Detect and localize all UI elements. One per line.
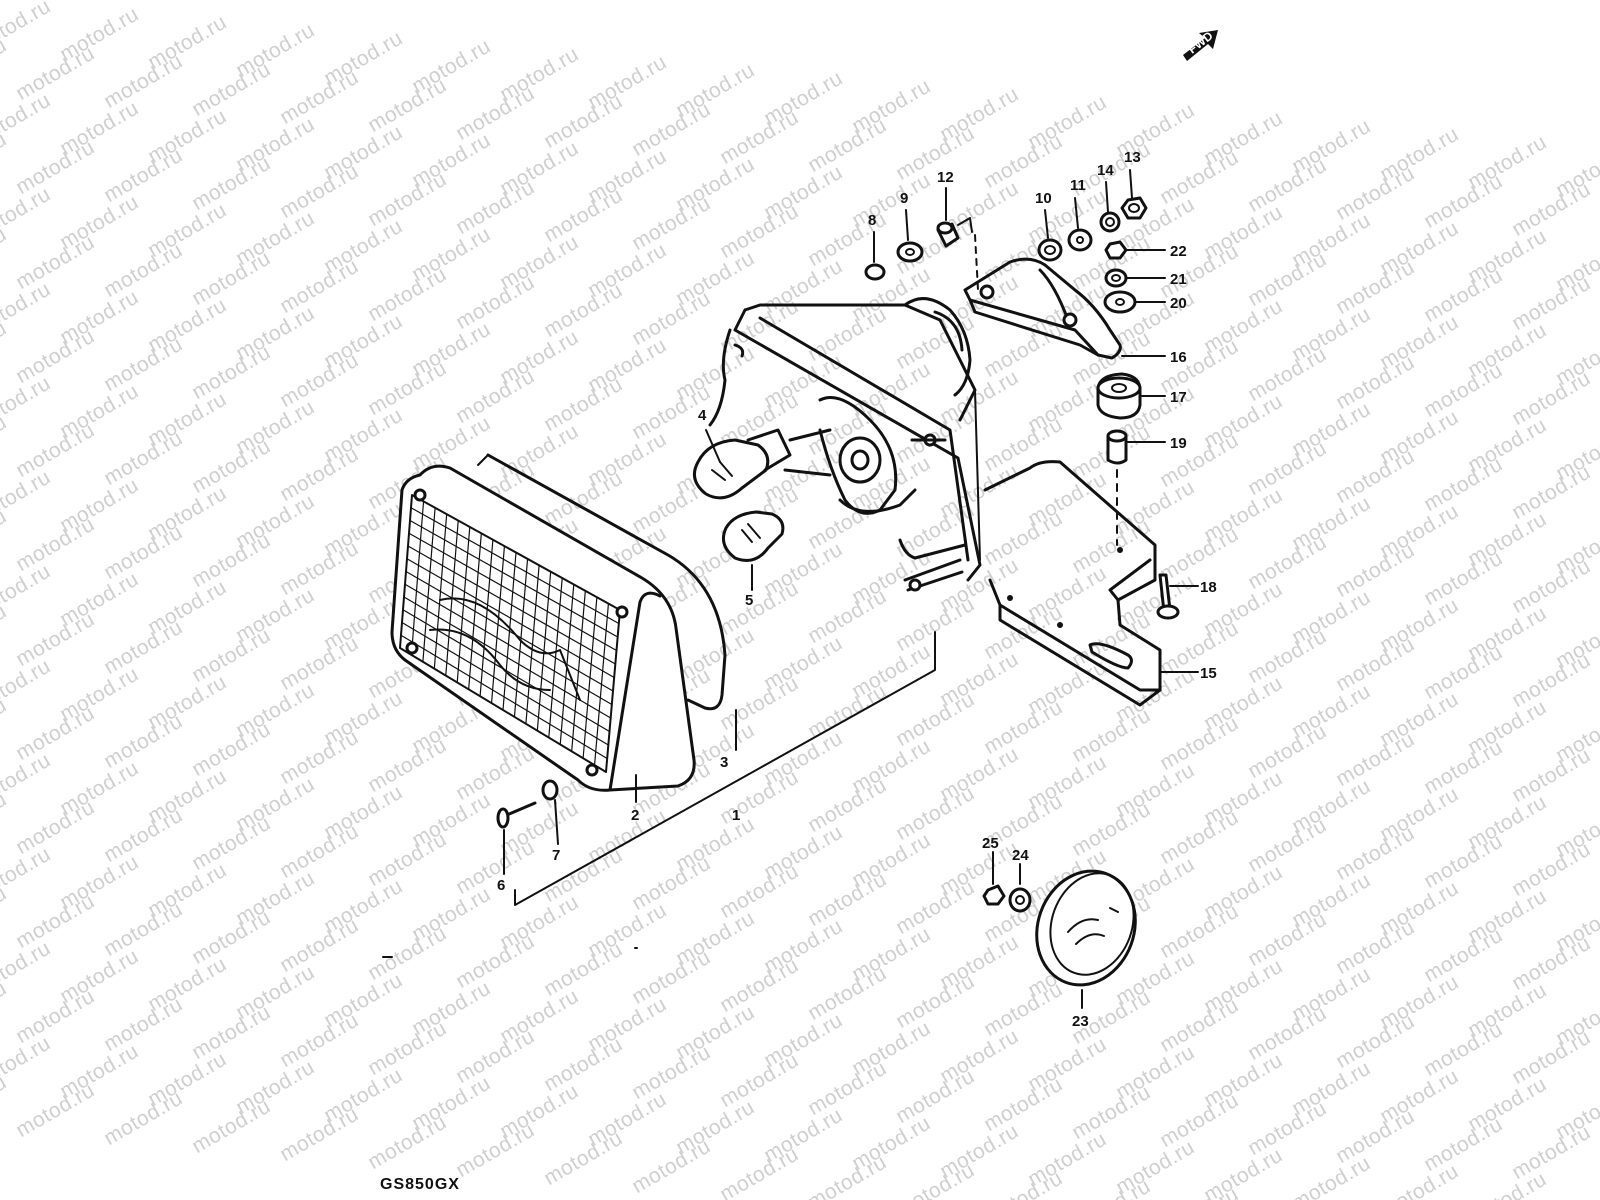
callout-3: 3 (720, 754, 728, 771)
lens-grid-pattern (400, 501, 620, 766)
model-label: GS850GX (380, 1176, 460, 1193)
washer-9 (896, 241, 924, 263)
callout-10: 10 (1035, 190, 1052, 207)
grommet-17 (1096, 372, 1142, 420)
screw-6 (496, 801, 537, 829)
nut-22 (1104, 240, 1128, 260)
callout-19: 19 (1170, 435, 1187, 452)
washer-11 (1067, 228, 1093, 252)
callout-8: 8 (868, 212, 876, 229)
callout-23: 23 (1072, 1013, 1089, 1030)
callout-6: 6 (497, 877, 505, 894)
nut-25 (982, 884, 1006, 906)
callout-numbers: 1 2 3 4 5 6 7 8 9 10 11 12 13 14 15 16 1… (497, 149, 1217, 1030)
reflector-23 (1035, 869, 1137, 987)
collar-12 (936, 217, 979, 291)
collar-19 (1106, 429, 1128, 546)
upper-bracket (963, 257, 1122, 360)
lens-grid-line (406, 558, 615, 679)
callout-22: 22 (1170, 243, 1187, 260)
washer-24 (1008, 887, 1032, 913)
callout-20: 20 (1170, 295, 1187, 312)
lens-grid-line (404, 583, 613, 706)
washer-10 (1037, 238, 1063, 262)
callout-24: 24 (1012, 847, 1029, 864)
lamp-housing (708, 297, 982, 592)
lens-grid-line (400, 634, 608, 760)
washer-20 (1103, 290, 1137, 314)
leader-lines (503, 169, 1199, 1009)
bulb-small (722, 510, 785, 562)
mounting-bracket (983, 460, 1162, 707)
washer-21 (1104, 268, 1128, 288)
callout-11: 11 (1070, 177, 1086, 194)
assembly-bracket-line (382, 631, 936, 958)
callout-16: 16 (1170, 349, 1187, 366)
callout-7: 7 (552, 847, 560, 864)
forward-arrow-icon: FWD (1183, 28, 1218, 61)
callout-18: 18 (1200, 579, 1217, 596)
callout-4: 4 (698, 407, 707, 424)
lens-gasket (477, 453, 727, 711)
washer-8 (864, 263, 886, 281)
bolt-18 (1156, 573, 1180, 620)
callout-1: 1 (732, 807, 740, 824)
lens-grid-line (401, 621, 609, 746)
callout-15: 15 (1200, 665, 1217, 682)
callout-14: 14 (1097, 162, 1114, 179)
lens-grid-line (409, 519, 618, 638)
callout-17: 17 (1170, 389, 1187, 406)
callout-12: 12 (937, 169, 954, 186)
callout-5: 5 (745, 592, 753, 609)
lens-grid-line (407, 545, 616, 665)
lens-grid-line (405, 570, 614, 692)
bulb-large (692, 428, 792, 500)
callout-13: 13 (1124, 149, 1141, 166)
nut-13 (1120, 196, 1148, 220)
callout-25: 25 (982, 835, 999, 852)
washer-7 (541, 779, 559, 801)
callout-9: 9 (900, 190, 908, 207)
lens-grid-line (410, 507, 620, 625)
callout-2: 2 (631, 807, 639, 824)
lens-grid-line (403, 596, 611, 719)
washer-14 (1099, 211, 1121, 233)
tail-lamp-lens (390, 464, 696, 792)
callout-21: 21 (1170, 271, 1187, 288)
lens-grid-line (408, 532, 617, 652)
